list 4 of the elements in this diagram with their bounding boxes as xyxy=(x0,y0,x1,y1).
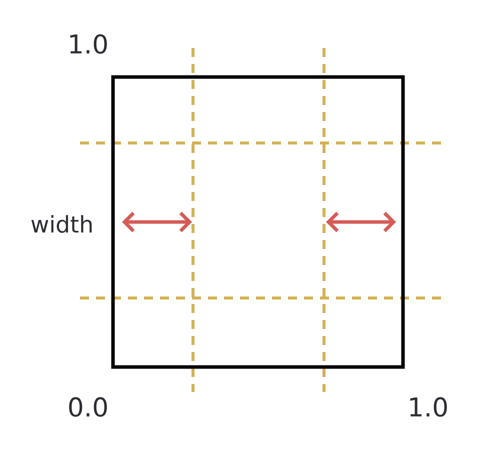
axis-label: 1.0 xyxy=(410,397,447,417)
axis-label: width xyxy=(31,215,92,233)
axis-label: 0.0 xyxy=(69,397,107,417)
axis-label: 1.0 xyxy=(70,34,107,54)
